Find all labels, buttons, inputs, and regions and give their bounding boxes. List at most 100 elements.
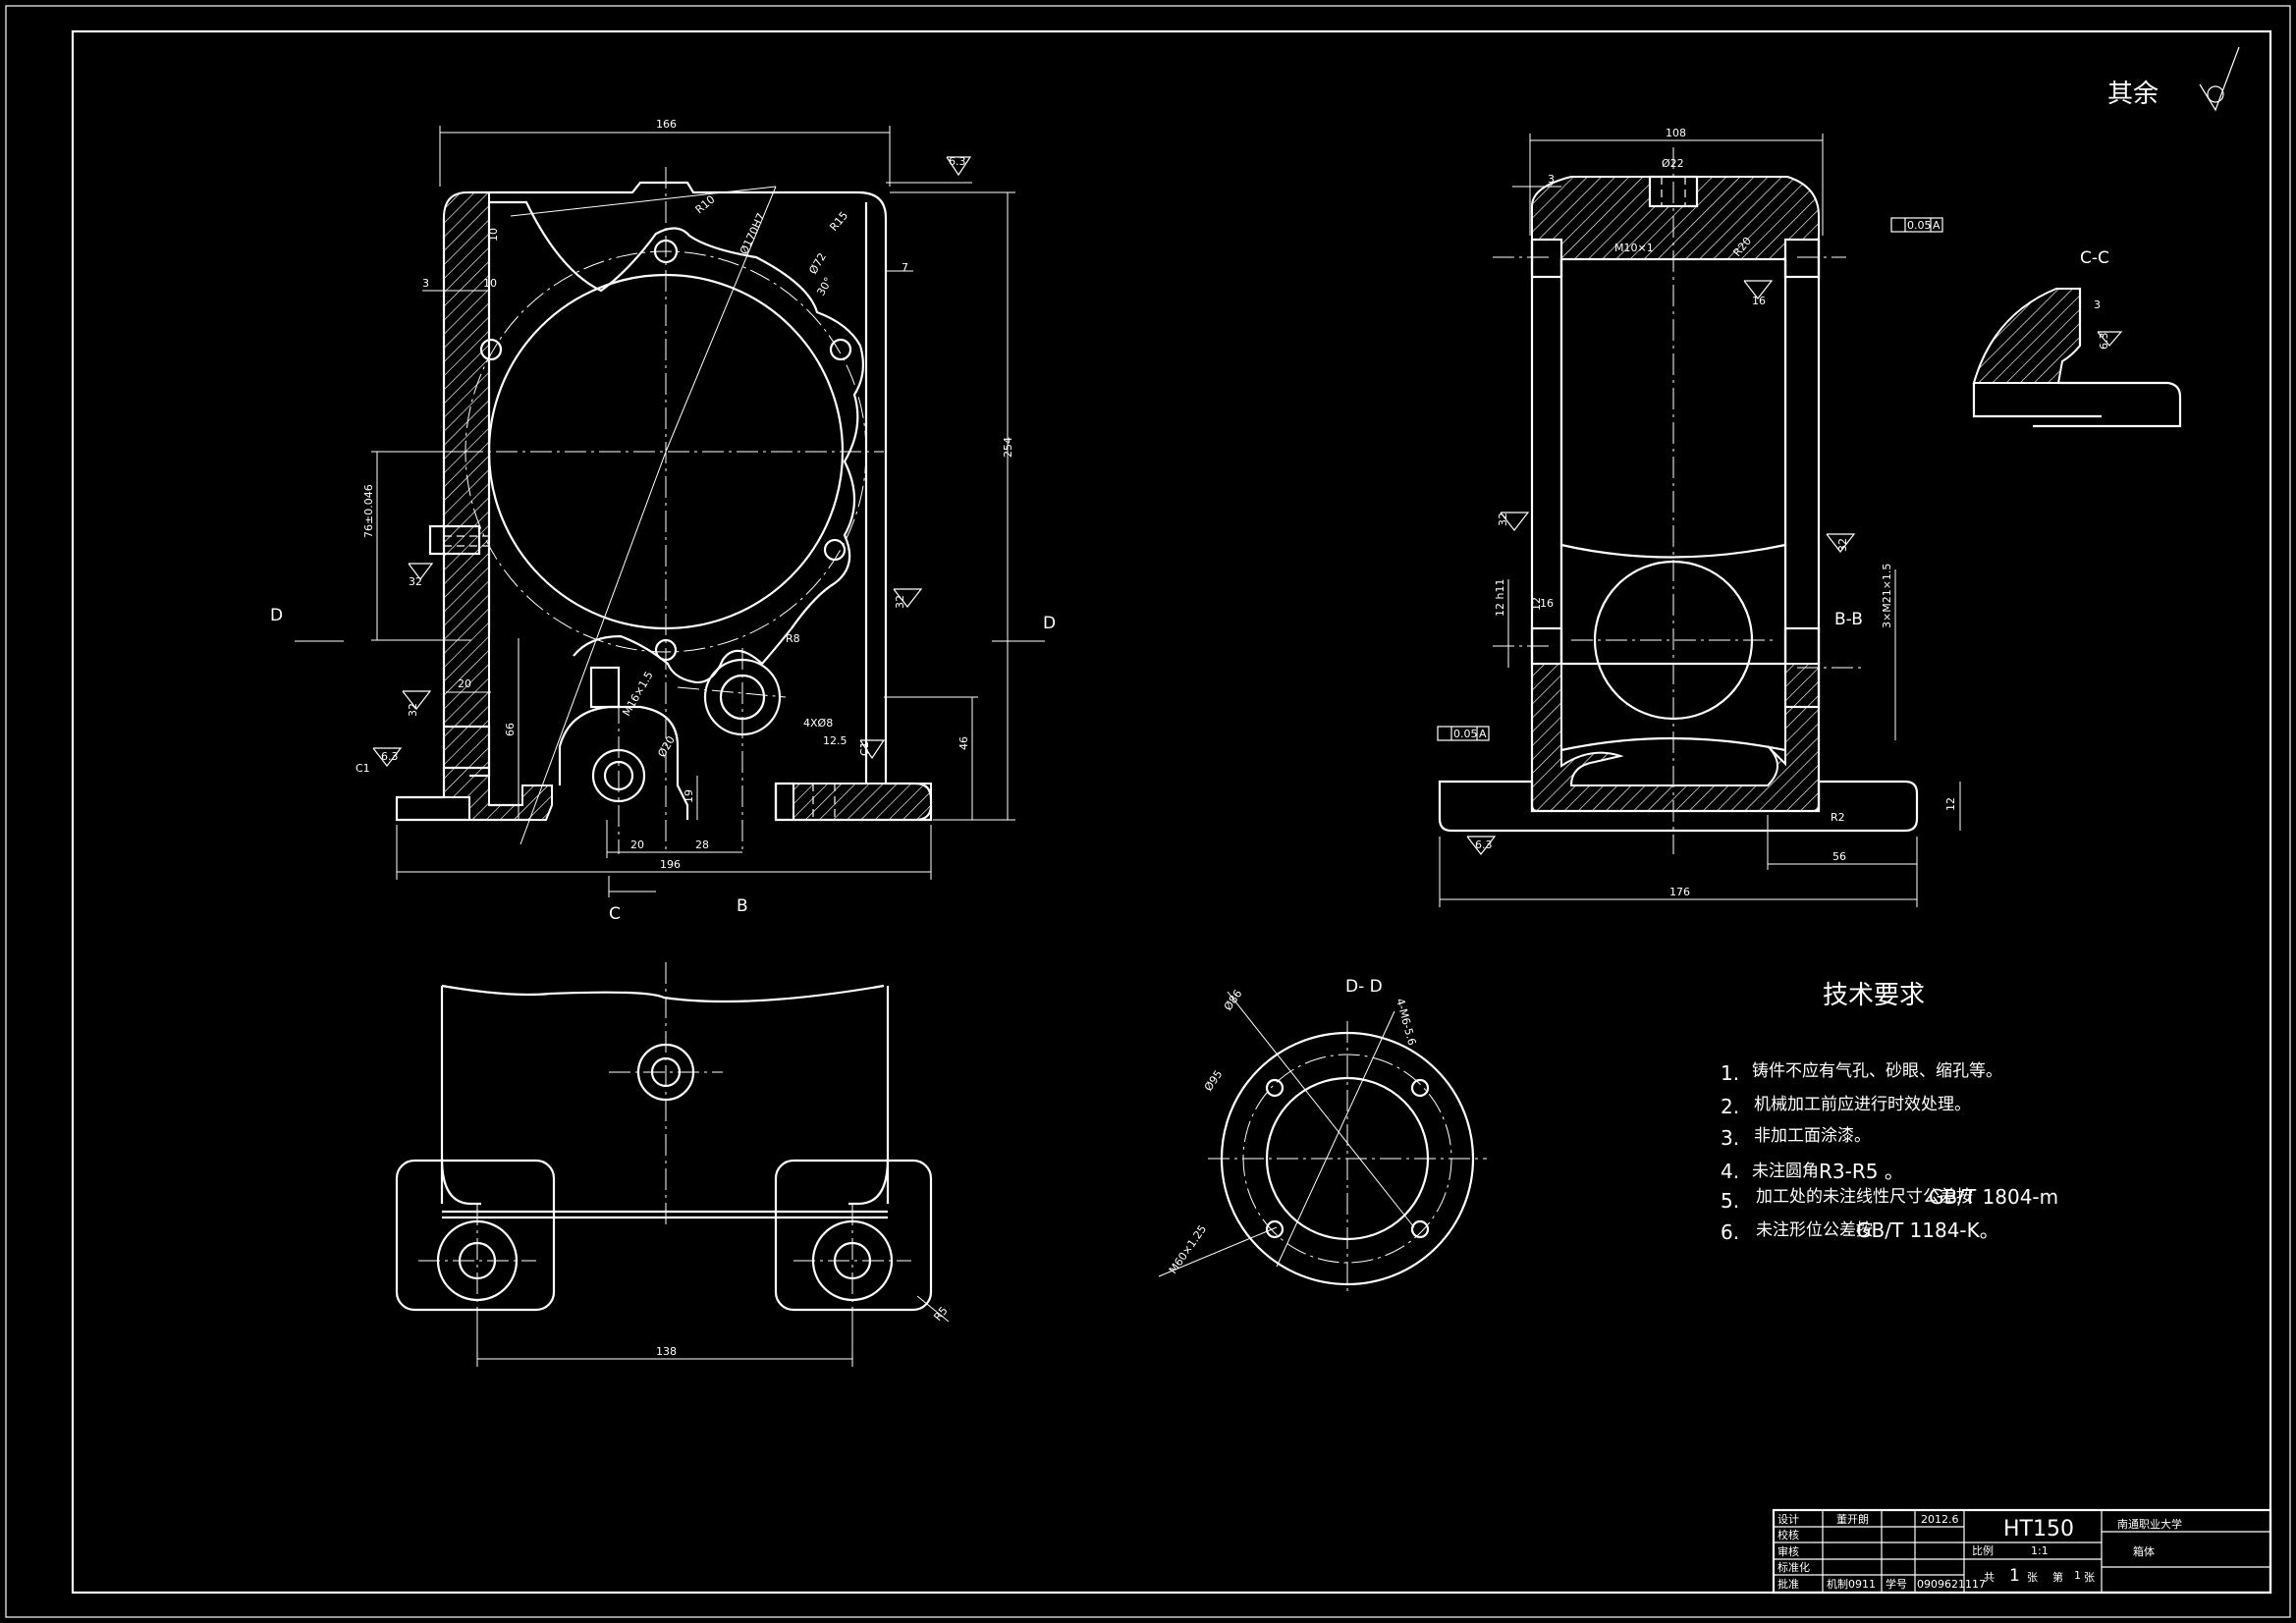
front-lower-rib [589,666,621,709]
dim-front-pcd: Ø72 [806,250,829,276]
tech-req-6-text: 未注形位公差按 [1756,1220,1873,1240]
front-bolt-hole-right [829,338,852,361]
inner-frame [71,29,2272,1595]
dim-front-r8: R8 [786,632,800,645]
tb-row-std: 标准化 [1777,1560,1810,1574]
section-label-d-left: D [270,606,283,625]
tb-page: 1 [2074,1569,2081,1582]
tech-req-6-num: 6. [1721,1220,1739,1244]
technical-requirements: 技术要求 1. 铸件不应有气孔、砂眼、缩孔等。 2. 机械加工前应进行时效处理。… [1721,981,2058,1244]
tech-req-3-text: 非加工面涂漆。 [1754,1126,1871,1146]
dim-front-angle: 30° [814,275,835,298]
side-left-plug [1530,238,1563,279]
dim-side-v2: 3×M21×1.5 [1881,564,1893,628]
dim-side-12b: 12 [1944,797,1957,811]
tb-school: 南通职业大学 [2117,1517,2182,1531]
dim-side-r: R2 [1831,811,1845,824]
bottom-left-fillet [440,1158,481,1206]
dim-side-56: 56 [1832,850,1846,863]
dim-side-3: 3 [1548,173,1555,186]
dim-side-12: 12 [1530,597,1543,611]
tb-class: 机制0911 [1827,1577,1876,1591]
tol-bot-datum: A [1479,728,1487,740]
ra-cc: 6.3 [2098,333,2110,351]
roughness-icon-front-4: 6.3 [946,155,972,177]
dim-side-v1: 12 h11 [1494,579,1506,617]
front-inner-cavity [489,200,865,684]
tech-req-1-text: 铸件不应有气孔、砂眼、缩孔等。 [1752,1061,2002,1081]
ra-front-2: 32 [894,595,906,609]
tech-req-2-num: 2. [1721,1095,1739,1118]
dim-side-16: 16 [1752,295,1766,307]
dim-front-phi20: Ø20 [655,733,678,759]
detail-cc-hatch [1972,288,2081,384]
roughness-icon-side-1: 32 [1497,512,1530,531]
dim-side-phi22: Ø22 [1662,157,1684,170]
dim-front-66: 66 [504,723,517,736]
ra-front-5: 6.3 [381,750,399,763]
dim-bottom-width: 138 [656,1345,677,1358]
tolerance-frame-top: 0.05 A [1890,217,1943,233]
section-label-c: C [609,904,621,924]
title-block: 设计 校核 审核 标准化 批准 董开朗 2012.6 机制0911 学号 090… [1772,1508,2272,1595]
side-cavity-arc-top [1560,543,1786,559]
roughness-icon-front-3: 32 [402,690,432,717]
chamfer-front-a: C1 [355,762,370,775]
dim-front-r15: R15 [827,209,850,234]
ra-front-4: 6.3 [949,155,966,168]
tb-row-review: 审核 [1777,1544,1799,1558]
tech-req-4-extra: R3-R5 。 [1819,1160,1904,1183]
tb-count-label: 共 [1984,1571,1995,1584]
bottom-right-fillet [848,1158,890,1206]
dim-side-base: 176 [1669,886,1690,898]
tol-bot-value: 0.05 [1453,728,1478,740]
chamfer-front-b: C1 [858,741,871,756]
dd-hole-3 [1265,1219,1285,1239]
ra-front-6: 12.5 [823,734,847,747]
tech-req-4-num: 4. [1721,1160,1739,1183]
side-cavity-arc-bot [1560,736,1786,752]
dim-front-28: 28 [695,839,709,851]
tb-ratio: 1:1 [2031,1544,2049,1557]
roughness-symbol-icon [2199,46,2240,112]
detail-cc: C-C 6.3 3 [1972,248,2182,428]
ra-side-2: 32 [1836,538,1849,552]
front-outer-contour [395,181,933,822]
tol-top-datum: A [1933,219,1941,232]
ra-front-1: 32 [409,575,422,588]
ra-side-4: 6.3 [1475,839,1493,851]
dim-front-width: 166 [656,118,677,131]
tb-part-name: 箱体 [2133,1544,2155,1558]
dim-front-holes: 4XØ8 [803,717,833,730]
dim-front-10a: 10 [483,277,497,290]
bottom-foot-left [395,1159,556,1312]
section-label-d-right: D [1043,614,1056,633]
tb-row-approve: 批准 [1777,1577,1799,1591]
tb-student-id: 0909621117 [1917,1578,1986,1591]
ra-side-16: 16 [1540,597,1554,610]
surface-note: 其余 [2107,46,2240,112]
section-label-dd: D- D [1345,977,1383,997]
tech-req-title: 技术要求 [1823,981,1925,1010]
dim-dd-d: M60×1.25 [1167,1222,1209,1275]
side-top-hatch [1531,176,1820,260]
dim-front-height: 254 [1002,437,1014,458]
dim-front-3: 3 [422,277,429,290]
tech-req-2-text: 机械加工前应进行时效处理。 [1754,1095,1971,1114]
section-label-b: B [737,896,748,916]
roughness-icon-side-2: 32 [1826,533,1856,553]
section-label-cc: C-C [2080,248,2109,268]
dim-dd-c: 4-M6-5.6 [1394,997,1418,1047]
roughness-icon-front-6: 12.5 [823,734,886,760]
section-dd: D- D Ø86 Ø95 4-M6-5.6 M60×1.25 [1158,977,1487,1296]
tech-req-5-text: 加工处的未注线性尺寸公差按 [1756,1187,1973,1207]
bottom-foot-right [774,1159,933,1312]
bottom-break-line [441,984,885,1003]
dim-side-m10: M10×1 [1614,242,1654,254]
roughness-icon-cc: 6.3 [2097,331,2123,351]
tolerance-frame-bottom: 0.05 A [1437,726,1490,741]
tb-sheet-label: 张 [2027,1571,2038,1584]
roughness-icon-side-3 [1743,280,1774,299]
dim-front-20a: 20 [458,677,471,690]
